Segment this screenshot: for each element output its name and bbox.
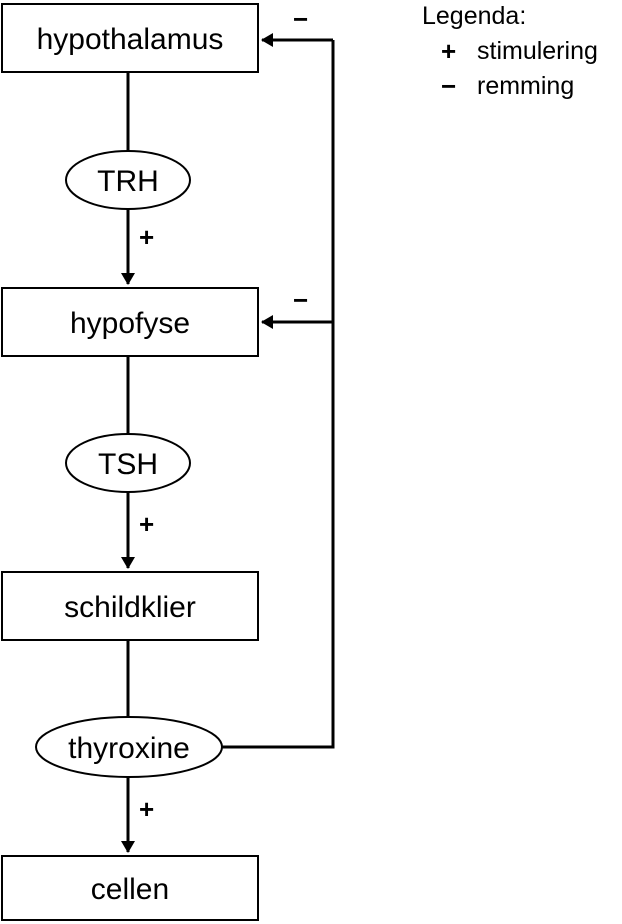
- legend-plus-symbol: +: [441, 36, 456, 66]
- legend-plus-label: stimulering: [477, 37, 598, 65]
- legend-title: Legenda:: [422, 2, 526, 30]
- tsh-label: TSH: [98, 448, 158, 481]
- tsh-plus-sign: +: [139, 509, 154, 539]
- thyroxine-ellipse: thyroxine: [35, 716, 223, 778]
- thyroxine-plus-sign: +: [139, 794, 154, 824]
- hypothalamus-box: hypothalamus: [1, 3, 259, 73]
- legend-minus-symbol: −: [441, 71, 456, 101]
- feedback-line: [222, 40, 335, 749]
- legend: Legenda: + stimulering − remming: [422, 2, 598, 101]
- hypothalamus-label: hypothalamus: [37, 23, 224, 56]
- hypofyse-label: hypofyse: [70, 307, 190, 340]
- feedback-hypothalamus-minus-sign: −: [293, 4, 308, 34]
- tsh-ellipse: TSH: [65, 433, 191, 493]
- cellen-label: cellen: [91, 873, 169, 906]
- trh-ellipse: TRH: [65, 150, 191, 210]
- hypofyse-box: hypofyse: [1, 287, 259, 357]
- feedback-hypofyse-minus-sign: −: [293, 285, 308, 315]
- trh-plus-sign: +: [139, 222, 154, 252]
- trh-label: TRH: [97, 165, 159, 198]
- cellen-box: cellen: [1, 855, 259, 921]
- legend-minus-label: remming: [477, 72, 574, 100]
- schildklier-label: schildklier: [64, 591, 196, 624]
- schildklier-box: schildklier: [1, 571, 259, 641]
- thyroxine-label: thyroxine: [68, 732, 190, 765]
